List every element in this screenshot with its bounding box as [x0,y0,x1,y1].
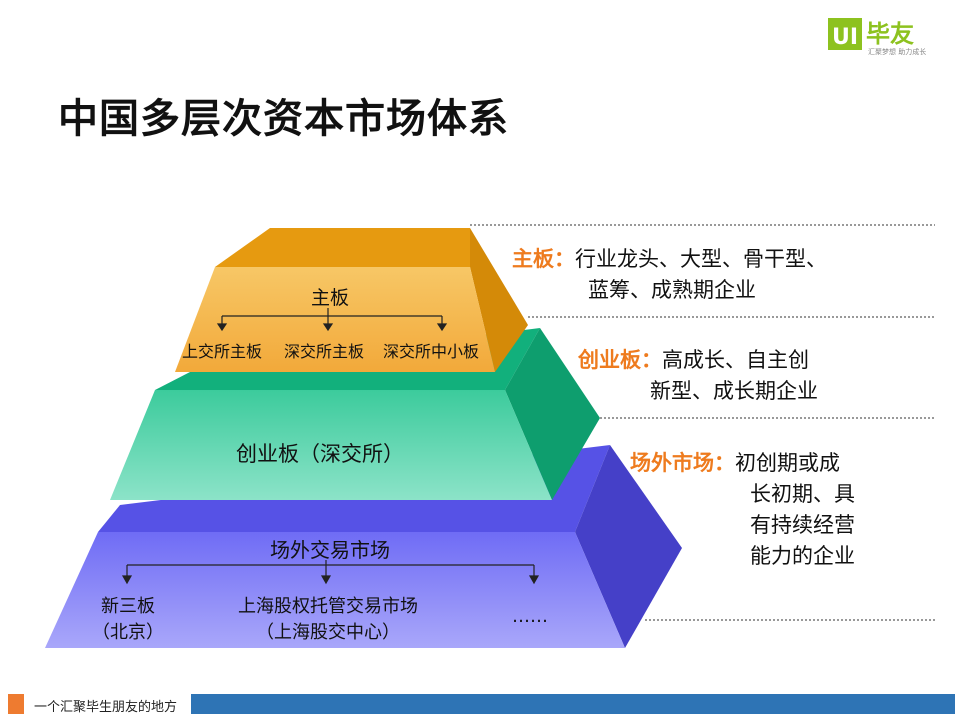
svg-text:UI: UI [832,25,858,50]
logo: UI 毕友 汇聚梦想 助力成长 [828,16,938,60]
desc-main-board: 主板：行业龙头、大型、骨干型、 蓝筹、成熟期企业 [512,247,827,302]
footer-bar [191,694,955,714]
tier-bottom-label: 场外交易市场 [270,538,390,562]
child-neeq: 新三板（北京） [92,596,164,643]
tier-top-label: 主板 [310,287,349,309]
child-more: …… [512,606,548,627]
footer-text: 一个汇聚毕生朋友的地方 [34,700,178,715]
child-shanghai-equity: 上海股权托管交易市场（上海股交中心） [238,596,418,643]
page-title: 中国多层次资本市场体系 [58,96,509,142]
child-szse-sme: 深交所中小板 [382,342,479,361]
svg-text:汇聚梦想 助力成长: 汇聚梦想 助力成长 [868,47,926,56]
tier-middle-label: 创业板（深交所） [236,442,404,466]
child-sse-main: 上交所主板 [181,342,262,361]
guide-lines [470,224,935,621]
footer-square [8,694,24,714]
desc-chinext: 创业板：高成长、自主创 新型、成长期企业 [578,348,818,403]
desc-otc: 场外市场：初创期或成 长初期、具 有持续经营 能力的企业 [630,451,855,568]
arrows [121,308,540,585]
child-szse-main: 深交所主板 [283,342,364,361]
tier-top [175,228,528,372]
svg-text:毕友: 毕友 [866,20,914,48]
